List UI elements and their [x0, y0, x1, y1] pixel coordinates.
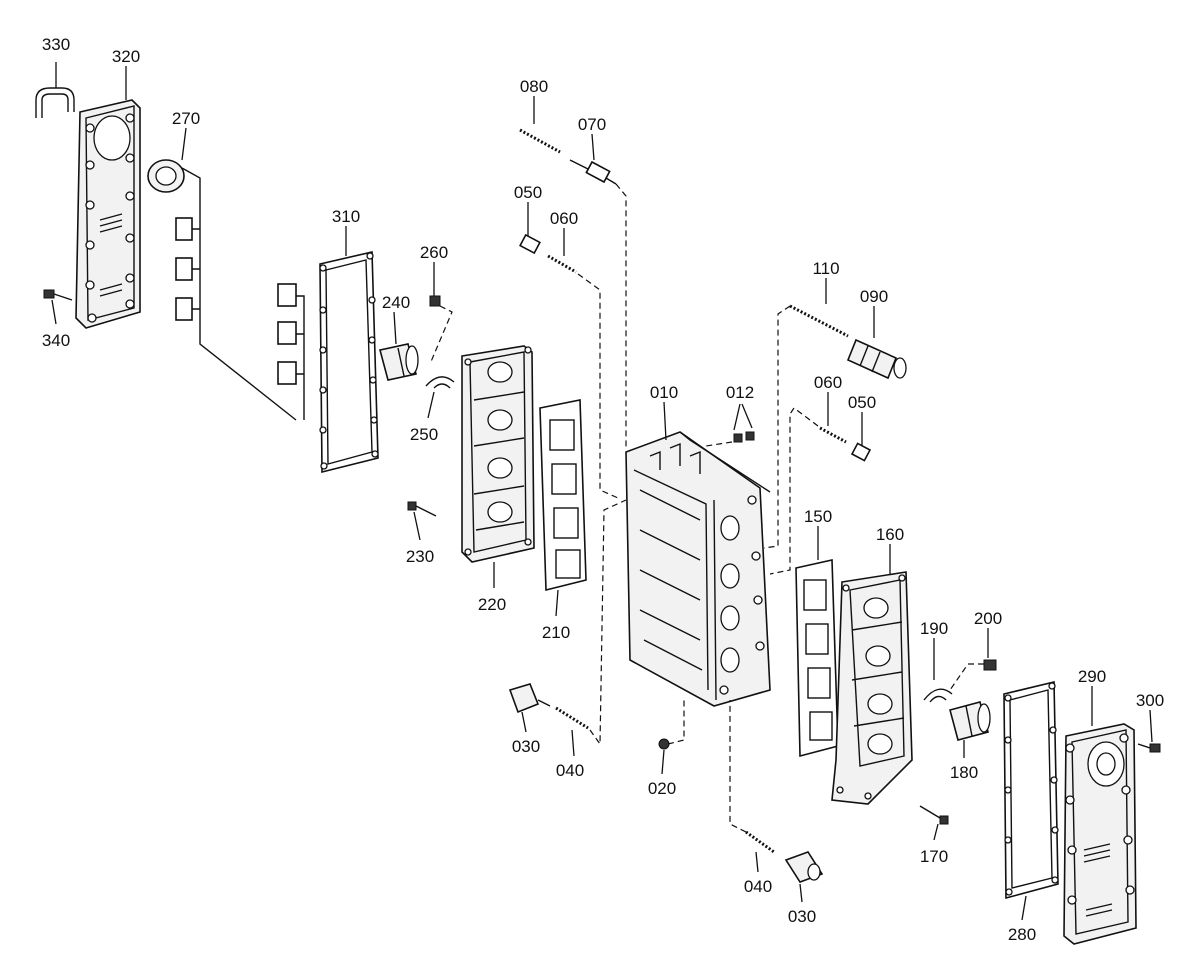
part-220-valve-body [461, 345, 535, 563]
part-030-plug-right [784, 851, 824, 883]
label-030-left: 030 [512, 737, 540, 756]
part-280-gasket [1003, 680, 1059, 900]
label-320: 320 [112, 47, 140, 66]
gasket-310-holes [319, 252, 379, 470]
part-060-spring-top [547, 254, 619, 499]
part-050-plug-top [519, 233, 541, 255]
label-210: 210 [542, 623, 570, 642]
part-020-ball [658, 700, 685, 750]
part-230-bolt [407, 501, 437, 517]
label-230: 230 [406, 547, 434, 566]
label-050-top: 050 [514, 183, 542, 202]
part-200-spring [949, 659, 997, 691]
part-090-valve [846, 338, 907, 380]
label-340: 340 [42, 331, 70, 350]
label-090: 090 [860, 287, 888, 306]
part-050-plug-right [850, 442, 872, 462]
part-110-spring [763, 304, 849, 549]
main-body-ports [719, 495, 765, 695]
label-070: 070 [578, 115, 606, 134]
part-250-clip [425, 376, 455, 389]
label-080: 080 [520, 77, 548, 96]
label-170: 170 [920, 847, 948, 866]
label-270: 270 [172, 109, 200, 128]
part-340-bolt [43, 289, 73, 301]
part-190-clip [923, 688, 953, 703]
part-320-cover [75, 99, 141, 329]
part-180-solenoid [949, 701, 991, 741]
label-260: 260 [420, 243, 448, 262]
label-010: 010 [650, 383, 678, 402]
part-labels: 330 320 270 340 310 260 240 250 230 220 … [42, 35, 1164, 944]
part-060-spring-right [769, 407, 847, 575]
part-270-wiring-harness [147, 159, 305, 421]
label-160: 160 [876, 525, 904, 544]
label-280: 280 [1008, 925, 1036, 944]
label-250: 250 [410, 425, 438, 444]
label-240: 240 [382, 293, 410, 312]
label-020: 020 [648, 779, 676, 798]
label-012: 012 [726, 383, 754, 402]
label-290: 290 [1078, 667, 1106, 686]
part-240-solenoid [379, 343, 419, 381]
label-110: 110 [812, 259, 839, 278]
label-040-right: 040 [744, 877, 772, 896]
label-050-right: 050 [848, 393, 876, 412]
part-300-bolt [1137, 743, 1161, 753]
part-330-clip [35, 87, 75, 118]
part-170-bolt [919, 805, 949, 825]
part-030-plug-left [508, 683, 551, 714]
label-190: 190 [920, 619, 948, 638]
part-310-gasket [319, 251, 379, 474]
label-330: 330 [42, 35, 70, 54]
label-220: 220 [478, 595, 506, 614]
part-012-fittings [705, 403, 755, 447]
cover-320-bolt-holes [85, 113, 135, 323]
part-150-gasket [795, 559, 839, 758]
label-310: 310 [332, 207, 360, 226]
label-180: 180 [950, 763, 978, 782]
part-070-valve [569, 159, 627, 450]
leader-lines [51, 62, 1153, 921]
part-290-cover [1063, 723, 1137, 945]
label-150: 150 [804, 507, 832, 526]
part-160-valve-body [831, 571, 913, 805]
label-030-right: 030 [788, 907, 816, 926]
part-010-main-valve-body [625, 431, 771, 707]
label-060-top: 060 [550, 209, 578, 228]
label-060-right: 060 [814, 373, 842, 392]
label-200: 200 [974, 609, 1002, 628]
part-080-spring [519, 128, 561, 154]
part-040-spring-right [729, 700, 775, 854]
part-210-gasket [539, 399, 587, 592]
part-260-fitting [429, 295, 453, 365]
part-040-spring-left [555, 499, 627, 746]
label-300: 300 [1136, 691, 1164, 710]
label-040-left: 040 [556, 761, 584, 780]
